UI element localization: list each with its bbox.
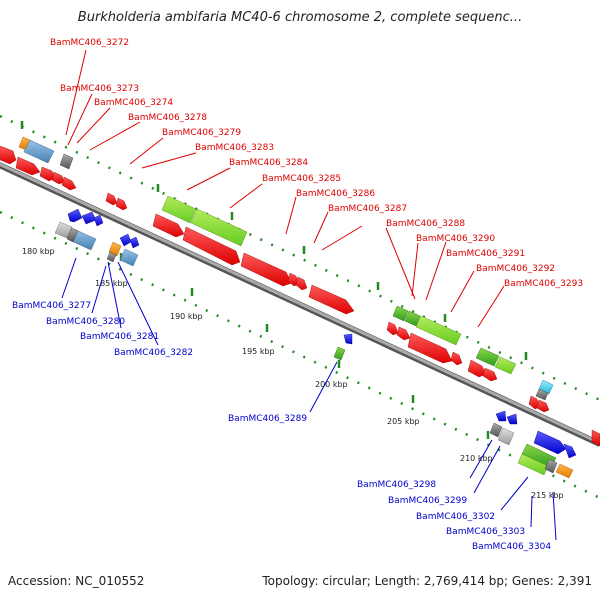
gene-arrow xyxy=(495,410,507,422)
dkgreen-feature xyxy=(404,310,421,327)
gene-arrow xyxy=(105,192,118,206)
orange-feature xyxy=(555,463,574,479)
topology-summary: Topology: circular; Length: 2,769,414 bp… xyxy=(262,574,592,588)
gene-label: BamMC406_3284 xyxy=(229,158,308,168)
gene-label: BamMC406_3283 xyxy=(195,143,274,153)
gene-arrow xyxy=(482,367,498,382)
gene-label: BamMC406_3278 xyxy=(128,113,207,123)
gene-arrow xyxy=(506,413,518,425)
gene-arrow xyxy=(386,321,399,336)
map-title: Burkholderia ambifaria MC40-6 chromosome… xyxy=(77,10,523,25)
top-leader-lines xyxy=(65,49,505,328)
gene-label: BamMC406_3303 xyxy=(446,527,525,537)
scale-label-185: 185 kbp xyxy=(95,279,128,288)
gene-label: BamMC406_3299 xyxy=(388,496,467,506)
gene-arrow xyxy=(450,351,463,366)
gene-label: BamMC406_3298 xyxy=(357,480,436,490)
gene-label: BamMC406_3286 xyxy=(296,189,375,199)
gene-arrow xyxy=(467,359,487,378)
gene-arrow xyxy=(536,399,550,413)
scale-label-180: 180 kbp xyxy=(22,247,55,256)
green-feature xyxy=(517,453,549,476)
bottom-gene-labels[interactable]: BamMC406_3277 BamMC406_3280 BamMC406_328… xyxy=(12,301,551,552)
gene-label: BamMC406_3290 xyxy=(416,234,495,244)
gene-arrow xyxy=(407,332,453,364)
steel-feature xyxy=(119,248,139,267)
gene-arrow xyxy=(308,284,355,315)
gene-label: BamMC406_3279 xyxy=(162,128,241,138)
gene-label: BamMC406_3287 xyxy=(328,204,407,214)
gene-arrow xyxy=(182,226,241,266)
gene-arrow xyxy=(591,429,600,447)
top-gene-labels[interactable]: BamMC406_3272 BamMC406_3273 BamMC406_327… xyxy=(50,38,583,289)
dkgreen-feature xyxy=(475,347,500,367)
dkgray-feature xyxy=(106,251,117,263)
gene-arrow xyxy=(295,276,308,291)
gray-feature xyxy=(535,388,549,401)
gene-arrow xyxy=(533,430,567,455)
gene-label: BamMC406_3285 xyxy=(262,174,341,184)
green-feature xyxy=(494,356,517,375)
green-feature xyxy=(415,315,462,346)
gene-arrow xyxy=(15,156,41,176)
gene-arrow xyxy=(152,213,185,238)
gene-arrow xyxy=(0,145,17,165)
backbone-highlight xyxy=(0,162,600,445)
gene-label: BamMC406_3281 xyxy=(80,332,159,342)
dkgray-feature xyxy=(66,227,79,243)
gene-arrow xyxy=(61,176,77,191)
gene-arrow xyxy=(93,214,104,227)
scale-label-215: 215 kbp xyxy=(531,491,564,500)
gene-arrow xyxy=(115,197,128,211)
orange-feature xyxy=(108,241,122,257)
gene-label: BamMC406_3302 xyxy=(416,512,495,522)
gray-feature xyxy=(59,153,74,170)
green-feature xyxy=(333,346,346,361)
gene-label: BamMC406_3280 xyxy=(46,317,125,327)
forward-genes[interactable] xyxy=(0,133,600,447)
steel-feature xyxy=(23,139,55,164)
gene-label: BamMC406_3293 xyxy=(504,279,583,289)
gene-arrow xyxy=(343,333,353,345)
green-feature xyxy=(161,195,197,224)
gene-arrow xyxy=(119,233,132,247)
scale-label-195: 195 kbp xyxy=(242,347,275,356)
gene-arrow xyxy=(129,236,140,249)
gene-arrow xyxy=(563,443,577,459)
gene-label: BamMC406_3304 xyxy=(472,542,551,552)
green-feature xyxy=(190,208,248,247)
gene-label: BamMC406_3272 xyxy=(50,38,129,48)
gene-arrow xyxy=(396,326,411,341)
scale-label-210: 210 kbp xyxy=(460,454,493,463)
gray-feature xyxy=(544,458,558,474)
accession-label: Accession: NC_010552 xyxy=(8,574,145,588)
gene-arrow xyxy=(240,252,293,287)
gene-label: BamMC406_3288 xyxy=(386,219,465,229)
gene-label: BamMC406_3277 xyxy=(12,301,91,311)
dkgreen-feature xyxy=(392,305,409,322)
gene-label: BamMC406_3291 xyxy=(446,249,525,259)
upper-tick-track xyxy=(0,114,600,402)
gray-feature xyxy=(54,221,73,239)
scale-label-200: 200 kbp xyxy=(315,380,348,389)
bottom-leader-lines xyxy=(61,257,557,541)
lower-tick-track xyxy=(0,210,600,500)
gene-label: BamMC406_3282 xyxy=(114,348,193,358)
dkgray-feature xyxy=(489,422,503,438)
gene-label: BamMC406_3273 xyxy=(60,84,139,94)
gene-arrow xyxy=(67,208,83,223)
gene-label: BamMC406_3274 xyxy=(94,98,173,108)
scale-label-190: 190 kbp xyxy=(170,312,203,321)
scale-label-205: 205 kbp xyxy=(387,417,420,426)
scale-labels: 180 kbp 185 kbp 190 kbp 195 kbp 200 kbp … xyxy=(22,247,564,500)
gray-feature xyxy=(497,427,515,446)
gene-label: BamMC406_3292 xyxy=(476,264,555,274)
gene-label: BamMC406_3289 xyxy=(228,414,307,424)
upper-track-features[interactable] xyxy=(18,136,554,401)
reverse-genes[interactable] xyxy=(54,208,577,479)
gene-arrow xyxy=(51,171,65,185)
